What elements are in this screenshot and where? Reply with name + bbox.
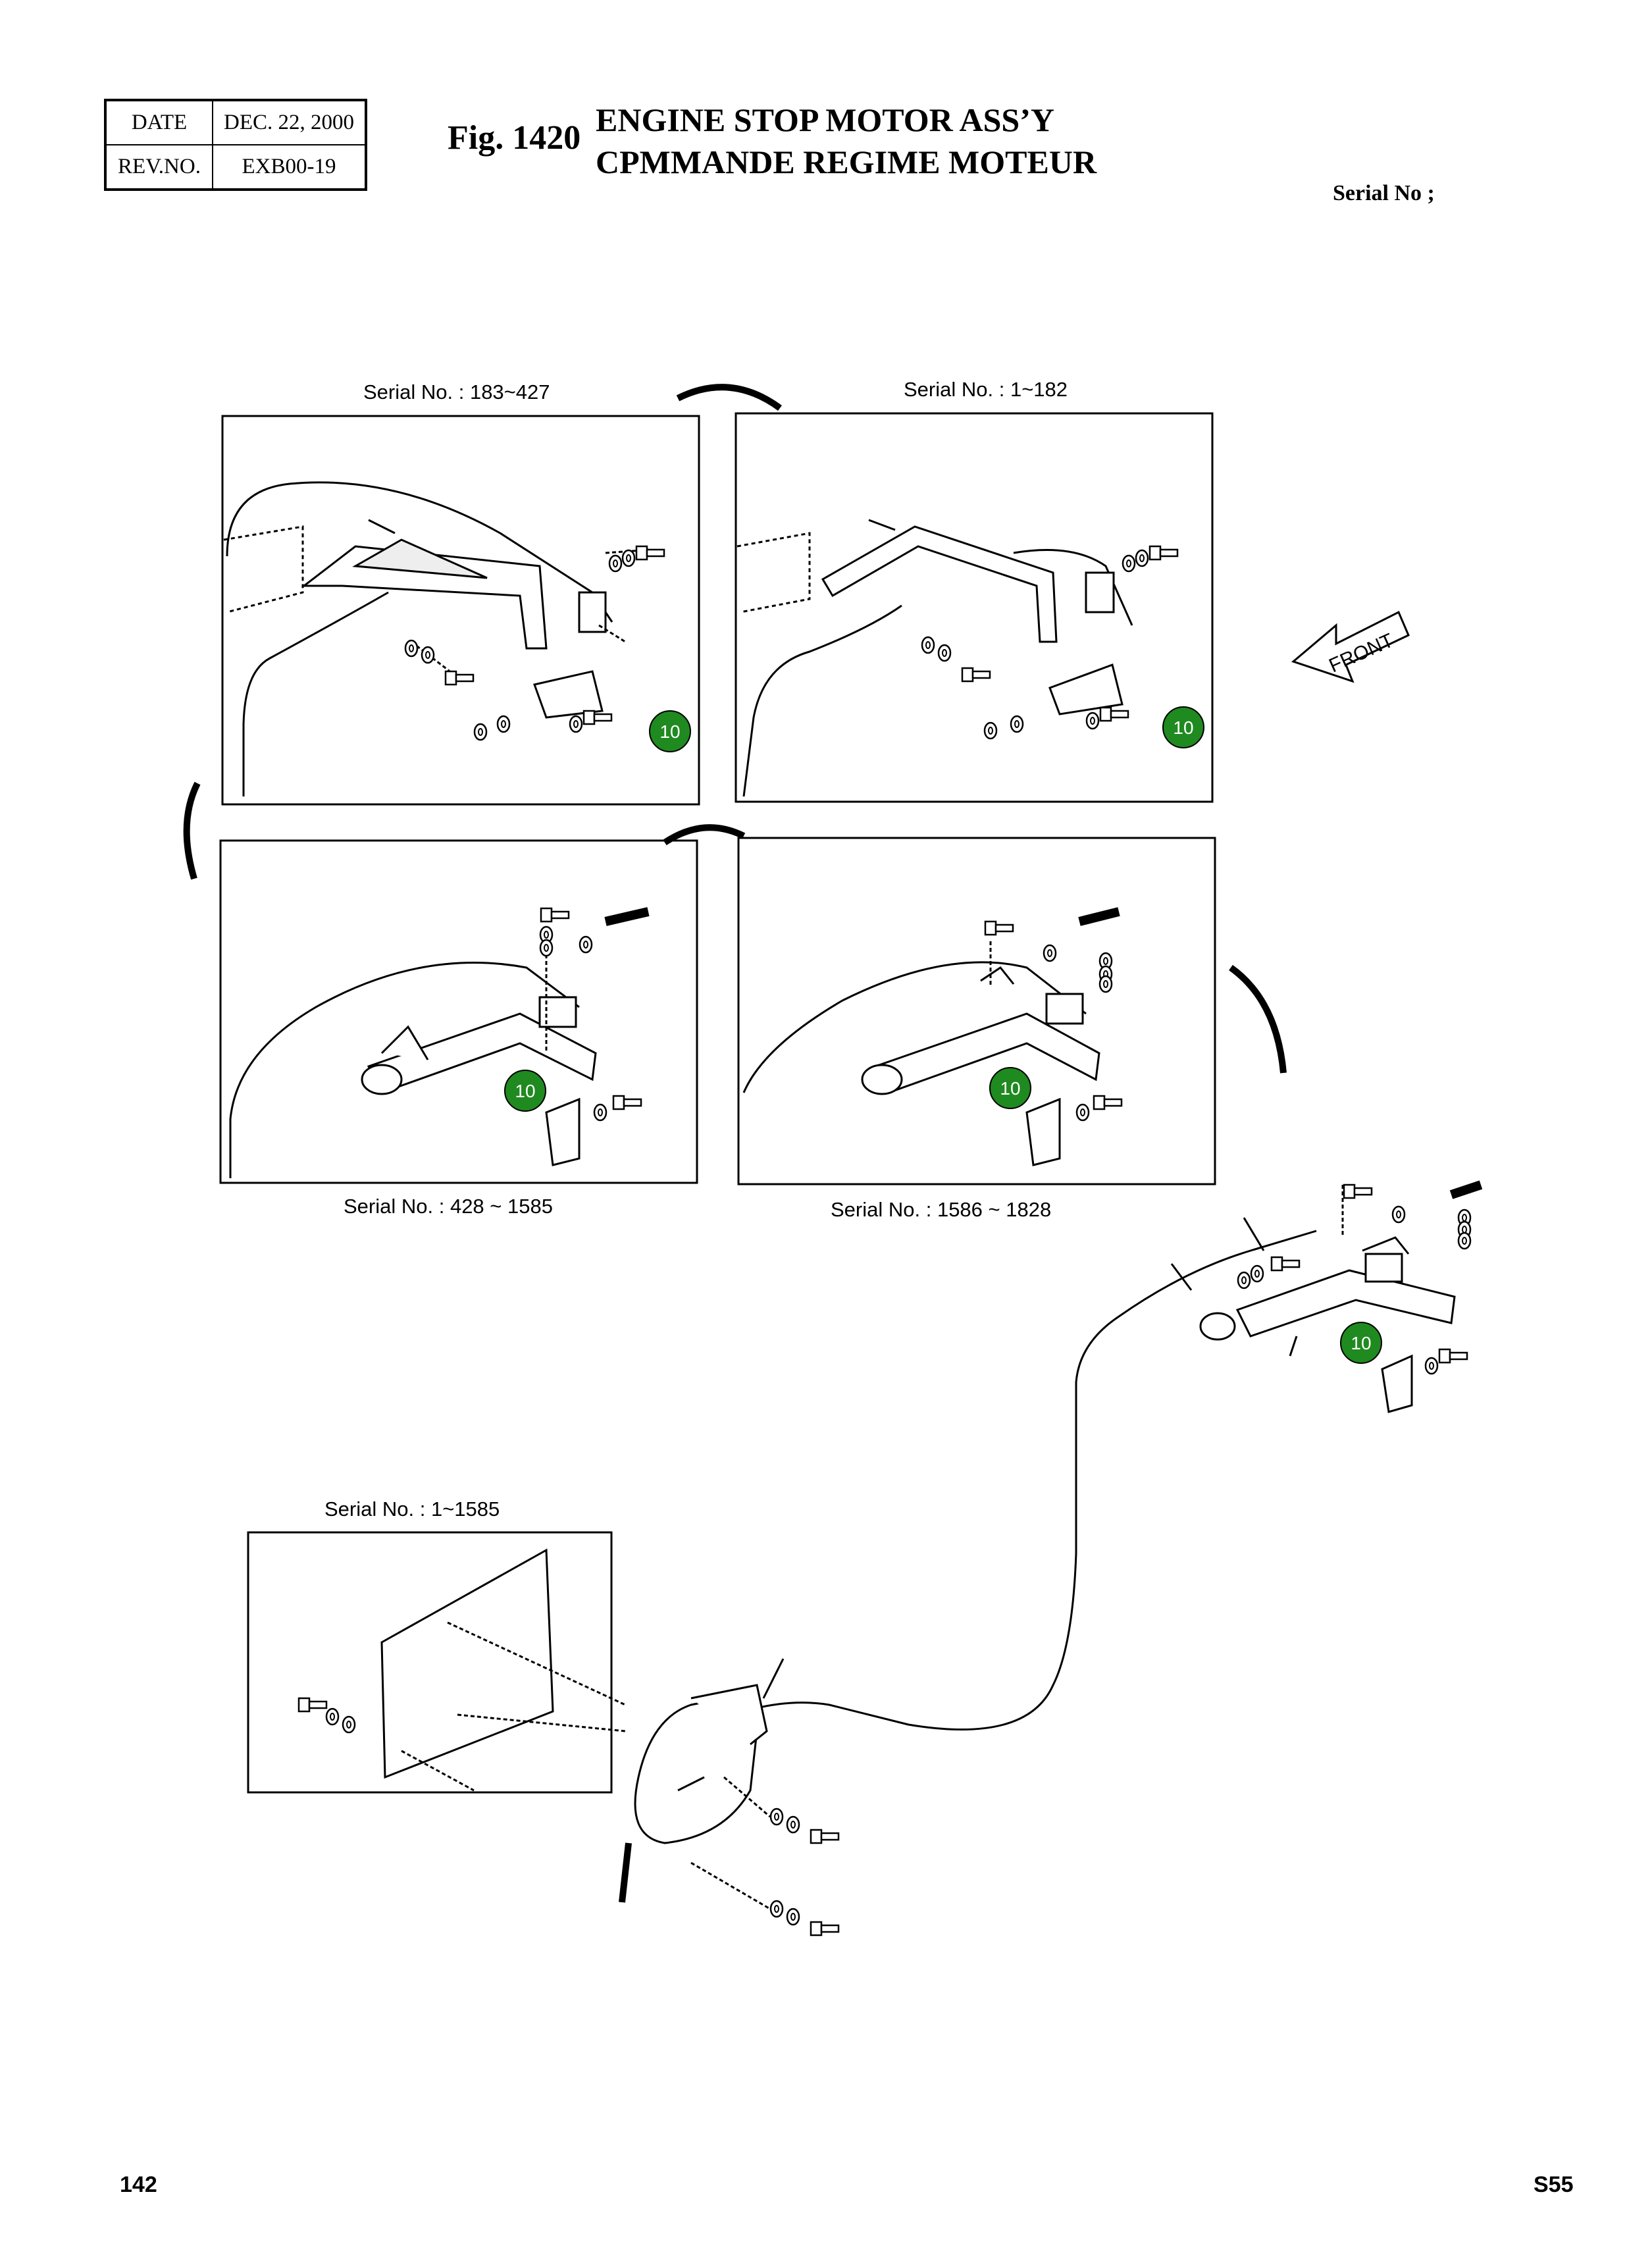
panel-2-drawing [736,519,1133,797]
panel-frame-5 [247,1531,613,1794]
sequence-arc-3 [663,824,746,846]
callout-panel-4: 10 [989,1067,1031,1109]
revision-table: DATE DEC. 22, 2000 REV.NO. EXB00-19 [104,99,367,191]
callout-label: 10 [1351,1333,1371,1353]
callout-label: 10 [515,1081,535,1101]
panel-label-183-427: Serial No. : 183~427 [363,380,550,403]
main-assembly-drawing [619,1180,1483,1910]
figure-number: Fig. 1420 [448,119,581,157]
rev-label: REV.NO. [106,145,213,189]
sequence-arc-2 [183,781,201,880]
panel-frame-4 [737,837,1216,1185]
panel-label-1-182: Serial No. : 1~182 [904,378,1068,401]
callout-panel-2: 10 [1162,706,1204,748]
callout-label: 10 [659,721,680,742]
sequence-arc-1 [676,384,782,411]
panel-5-drawing [380,1548,626,1792]
callout-label: 10 [1173,717,1193,738]
callout-panel-3: 10 [504,1070,546,1112]
panel-4-drawing [742,907,1120,1166]
serial-header: Serial No ; [1333,181,1435,205]
rev-value: EXB00-19 [213,145,365,189]
panel-label-1-1585: Serial No. : 1~1585 [324,1497,500,1521]
panel-frame-3 [219,839,698,1184]
date-label: DATE [106,101,213,145]
title-line-2: CPMMANDE REGIME MOTEUR [596,143,1097,180]
section-code: S55 [1534,2172,1574,2197]
front-arrow-icon: FRONT [1291,610,1410,683]
title-line-1: ENGINE STOP MOTOR ASS’Y [596,101,1054,138]
callout-main: 10 [1340,1322,1382,1364]
panel-3-drawing [229,907,650,1178]
panel-label-428-1585: Serial No. : 428 ~ 1585 [344,1195,553,1218]
figure-title: ENGINE STOP MOTOR ASS’Y CPMMANDE REGIME … [596,99,1097,183]
panel-frame-2 [735,412,1214,803]
panel-label-1586-1828: Serial No. : 1586 ~ 1828 [831,1198,1052,1221]
panel-1-drawing [223,481,652,796]
page-number: 142 [120,2172,157,2197]
callout-label: 10 [1000,1078,1020,1099]
date-value: DEC. 22, 2000 [213,101,365,145]
panel-frame-1 [221,415,700,806]
sequence-arc-4 [1229,964,1287,1074]
callout-panel-1: 10 [649,710,691,752]
